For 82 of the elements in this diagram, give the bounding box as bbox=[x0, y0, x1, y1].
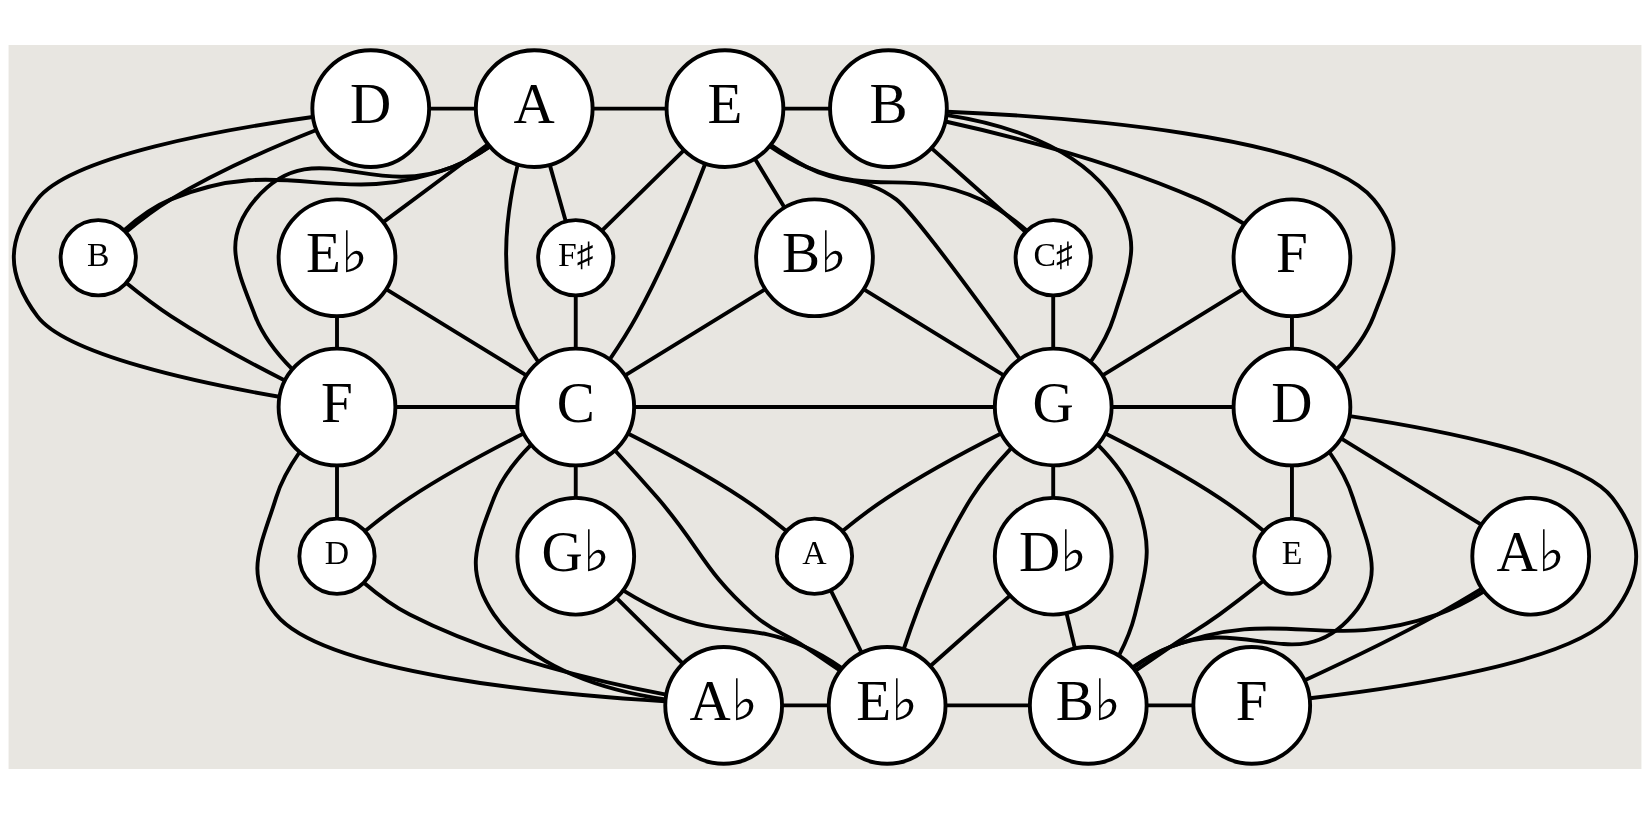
connector bbox=[573, 295, 578, 348]
node-circle: E♭ bbox=[826, 644, 948, 766]
node-circle: A bbox=[473, 47, 595, 169]
connector bbox=[1304, 586, 1483, 682]
connector bbox=[395, 404, 518, 409]
connector bbox=[1111, 404, 1234, 409]
node-circle: B bbox=[828, 47, 949, 169]
connector bbox=[335, 315, 339, 348]
connector bbox=[862, 287, 1005, 377]
node-circle: C♯ bbox=[1013, 217, 1093, 297]
node-circle: A♭ bbox=[1470, 495, 1592, 617]
connector bbox=[1147, 702, 1194, 707]
connector bbox=[504, 164, 540, 363]
connector bbox=[627, 431, 788, 532]
connector bbox=[592, 106, 667, 111]
connector bbox=[600, 148, 686, 232]
connector bbox=[945, 702, 1030, 707]
node-circle: B♭ bbox=[754, 196, 875, 318]
connector bbox=[929, 593, 1012, 667]
connector bbox=[382, 142, 490, 224]
connector bbox=[255, 450, 666, 703]
connector bbox=[782, 702, 829, 707]
connector bbox=[1290, 315, 1294, 348]
node-circle: E♭ bbox=[276, 196, 398, 318]
node-circle: B bbox=[58, 217, 138, 297]
connector bbox=[946, 109, 1396, 371]
connector bbox=[362, 580, 667, 697]
node-circle: A bbox=[774, 516, 855, 596]
connector bbox=[1131, 589, 1485, 669]
connector bbox=[945, 119, 1246, 226]
connector bbox=[608, 162, 707, 360]
connector bbox=[1051, 295, 1056, 348]
connector bbox=[1096, 442, 1149, 656]
connector bbox=[473, 442, 666, 701]
node-circle: D bbox=[310, 47, 432, 169]
connector bbox=[615, 596, 685, 665]
connector bbox=[901, 446, 1013, 650]
connector bbox=[1064, 612, 1077, 649]
connector bbox=[1101, 287, 1244, 377]
connector bbox=[1340, 436, 1483, 526]
connector bbox=[122, 144, 491, 232]
node-circle: F♯ bbox=[536, 217, 616, 297]
connector bbox=[634, 404, 995, 409]
connector bbox=[768, 144, 1028, 232]
connector bbox=[125, 281, 286, 382]
node-circle: D bbox=[297, 516, 377, 596]
node-circle: E bbox=[1252, 516, 1332, 596]
connector bbox=[1309, 413, 1639, 700]
node-circle: G♭ bbox=[515, 495, 637, 617]
node-circle: C bbox=[515, 346, 637, 467]
connector bbox=[841, 431, 1002, 532]
connector bbox=[783, 106, 830, 111]
node-circle: B♭ bbox=[1027, 644, 1149, 766]
connector bbox=[1290, 464, 1294, 518]
node-circle: A♭ bbox=[663, 644, 784, 766]
connector bbox=[335, 464, 339, 518]
connector bbox=[11, 114, 313, 399]
connector bbox=[946, 112, 1134, 363]
node-circle: E bbox=[664, 47, 786, 169]
connector bbox=[1134, 578, 1265, 672]
connector bbox=[1104, 431, 1266, 532]
node-circle: D bbox=[1231, 346, 1353, 467]
connector bbox=[1051, 464, 1056, 498]
connector bbox=[573, 464, 578, 498]
node-circle: F bbox=[1191, 644, 1313, 766]
connector bbox=[622, 588, 843, 670]
connector bbox=[429, 106, 476, 111]
connector bbox=[547, 163, 568, 222]
node-circle: F bbox=[276, 346, 398, 467]
node-circle: F bbox=[1231, 196, 1353, 318]
connector bbox=[769, 142, 1022, 360]
connector bbox=[613, 448, 841, 672]
connector bbox=[363, 431, 525, 532]
connector bbox=[124, 127, 318, 233]
connector bbox=[233, 144, 491, 371]
node-circle: D♭ bbox=[992, 495, 1114, 617]
connector bbox=[829, 589, 864, 653]
node-circle: G bbox=[992, 346, 1114, 467]
connector bbox=[624, 287, 766, 377]
connector bbox=[930, 146, 1027, 233]
connector bbox=[385, 287, 528, 377]
connector bbox=[753, 157, 786, 208]
